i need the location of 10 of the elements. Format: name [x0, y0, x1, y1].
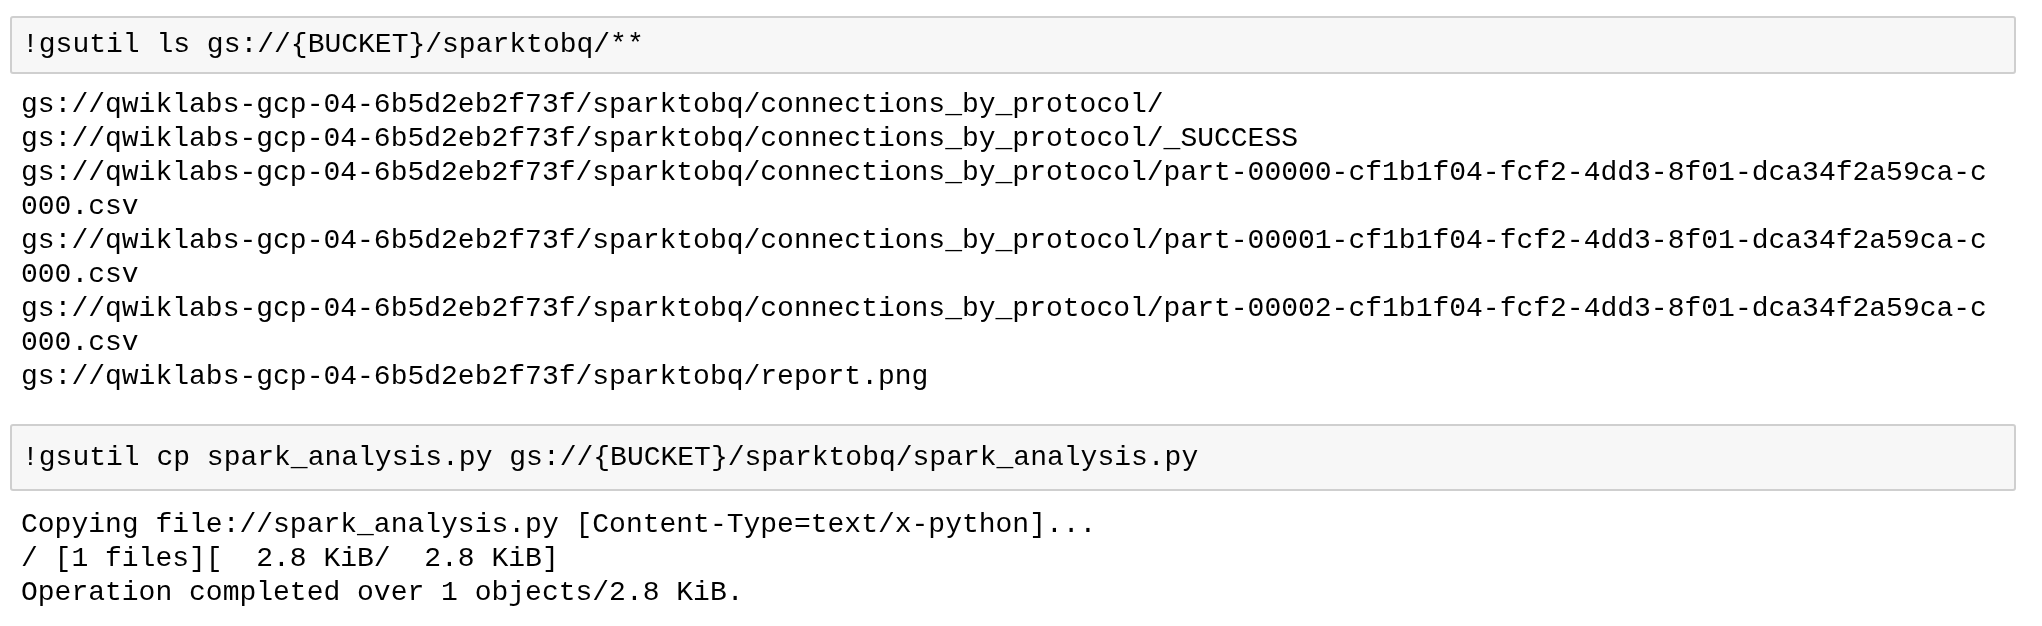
output-line: gs://qwiklabs-gcp-04-6b5d2eb2f73f/sparktobq/connections_by_protocol/	[21, 88, 1165, 122]
output-line: Operation completed over 1 objects/2.8 KiB.	[21, 576, 745, 610]
code-line: !gsutil ls gs://{BUCKET}/sparktobq/**	[22, 28, 644, 62]
output-line: Copying file://spark_analysis.py [Content-Type=text/x-python]...	[21, 508, 1098, 542]
code-input-cell	[10, 16, 2016, 74]
output-line: gs://qwiklabs-gcp-04-6b5d2eb2f73f/sparktobq/connections_by_protocol/_SUCCESS	[21, 122, 1299, 156]
output-line: / [1 files][ 2.8 KiB/ 2.8 KiB]	[21, 542, 560, 576]
code-line: !gsutil cp spark_analysis.py gs://{BUCKET}/sparktobq/spark_analysis.py	[22, 440, 1199, 475]
code-input-cell	[10, 424, 2016, 491]
output-line: gs://qwiklabs-gcp-04-6b5d2eb2f73f/sparktobq/report.png	[21, 360, 930, 394]
